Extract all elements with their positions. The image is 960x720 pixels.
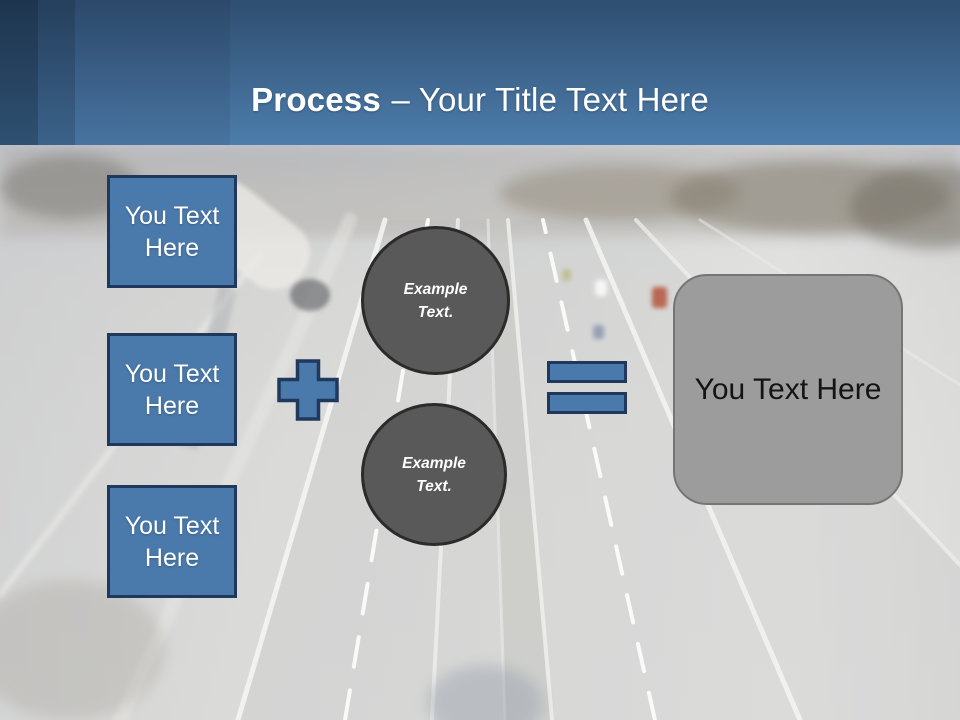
tree-line-blur: [0, 145, 960, 249]
input-box-3: You Text Here: [107, 485, 237, 598]
road-line: [235, 217, 388, 720]
example-circle-2: Example Text.: [361, 403, 507, 546]
lane-dashes: [343, 218, 430, 720]
slide-title-keyword: Process: [251, 81, 381, 119]
lane-dashes: [541, 218, 657, 720]
vehicle-dots: [562, 269, 667, 339]
input-box-2: You Text Here: [107, 333, 237, 446]
foreground-car-blur: [427, 665, 543, 720]
header-accent-stripe: [0, 0, 38, 145]
equals-bar-bottom: [547, 392, 627, 414]
slide-header: Process – Your Title Text Here: [0, 0, 960, 145]
header-accent-stripe: [75, 0, 230, 145]
header-accent-stripe: [38, 0, 75, 145]
input-box-label: You Text Here: [124, 359, 220, 420]
example-circle-1: Example Text.: [361, 226, 510, 375]
median-strip: [488, 220, 552, 720]
example-circle-label: Example Text.: [402, 454, 466, 495]
result-box-label: You Text Here: [694, 372, 882, 406]
vehicle-dot: [652, 287, 667, 308]
slide-title: Process – Your Title Text Here: [0, 81, 960, 119]
slide-title-subtitle: – Your Title Text Here: [391, 81, 709, 119]
input-box-label: You Text Here: [124, 511, 220, 572]
equals-icon: [547, 361, 627, 414]
bush-blur: [0, 580, 165, 720]
example-circle-label: Example Text.: [403, 280, 468, 321]
input-box-1: You Text Here: [107, 175, 237, 288]
result-box: You Text Here: [673, 274, 903, 505]
road-line: [506, 218, 554, 720]
plus-icon-shape: [277, 359, 339, 421]
plus-icon: [277, 359, 339, 421]
vehicle-dot: [562, 269, 571, 281]
equals-bar-top: [547, 361, 627, 383]
input-box-label: You Text Here: [124, 201, 220, 262]
vehicle-dot: [595, 280, 607, 296]
vehicle-dot: [593, 325, 604, 339]
